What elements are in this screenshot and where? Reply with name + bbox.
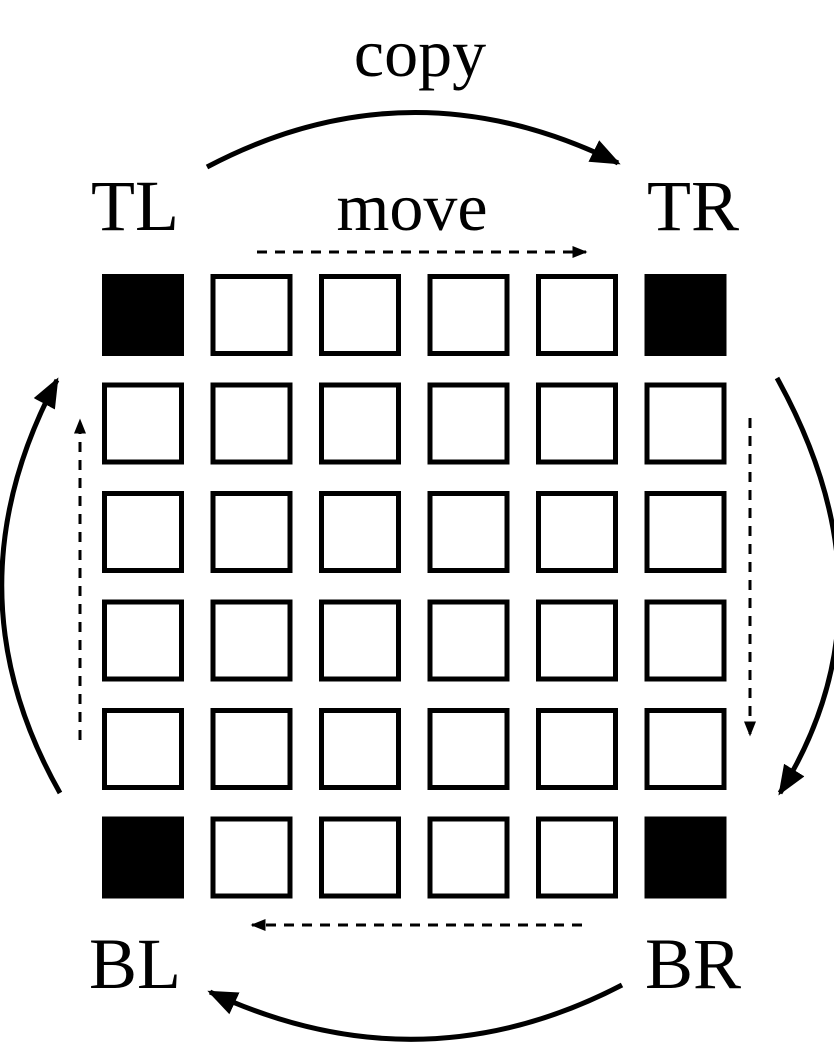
- grid-cell: [536, 491, 618, 573]
- grid-cell: [319, 599, 401, 682]
- move-label: move: [336, 169, 487, 245]
- cell-grid: [102, 274, 727, 899]
- copy-label: copy: [354, 15, 486, 91]
- grid-cell: [210, 599, 293, 682]
- grid-cell: [536, 708, 618, 790]
- grid-cell: [644, 491, 727, 573]
- grid-cell: [319, 708, 401, 790]
- grid-cell: [644, 599, 727, 682]
- grid-cell: [644, 708, 727, 790]
- grid-cell: [210, 382, 293, 465]
- corner-cell-filled: [102, 274, 184, 356]
- grid-cell: [210, 816, 293, 899]
- grid-cell: [644, 382, 727, 465]
- copy-arrow-right: [774, 376, 834, 796]
- grid-cell: [536, 816, 618, 899]
- copy-arrow-left: [0, 377, 63, 795]
- grid-cell: [427, 816, 510, 899]
- copy-arrow-top: [205, 110, 621, 170]
- grid-cell: [319, 491, 401, 573]
- grid-cell: [536, 599, 618, 682]
- grid-cell: [427, 491, 510, 573]
- grid-cell: [427, 599, 510, 682]
- grid-cell: [102, 599, 184, 682]
- grid-cell: [427, 382, 510, 465]
- corner-cell-filled: [102, 816, 184, 899]
- grid-cell: [210, 708, 293, 790]
- corner-cell-filled: [644, 816, 727, 899]
- grid-cell: [102, 382, 184, 465]
- corner-cell-filled: [644, 274, 727, 356]
- grid-cell: [319, 274, 401, 356]
- copy-arrow-bottom: [207, 982, 624, 1042]
- grid-cell: [319, 816, 401, 899]
- grid-cell: [210, 274, 293, 356]
- grid-cell: [210, 491, 293, 573]
- grid-cell: [319, 382, 401, 465]
- grid-cell: [536, 274, 618, 356]
- grid-cell: [102, 491, 184, 573]
- corner-label-br: BR: [645, 924, 741, 1004]
- corner-label-tl: TL: [91, 166, 179, 246]
- grid-cell: [427, 708, 510, 790]
- grid-cell: [102, 708, 184, 790]
- corner-label-bl: BL: [89, 924, 181, 1004]
- grid-cell: [536, 382, 618, 465]
- corner-label-tr: TR: [647, 166, 739, 246]
- grid-cell: [427, 274, 510, 356]
